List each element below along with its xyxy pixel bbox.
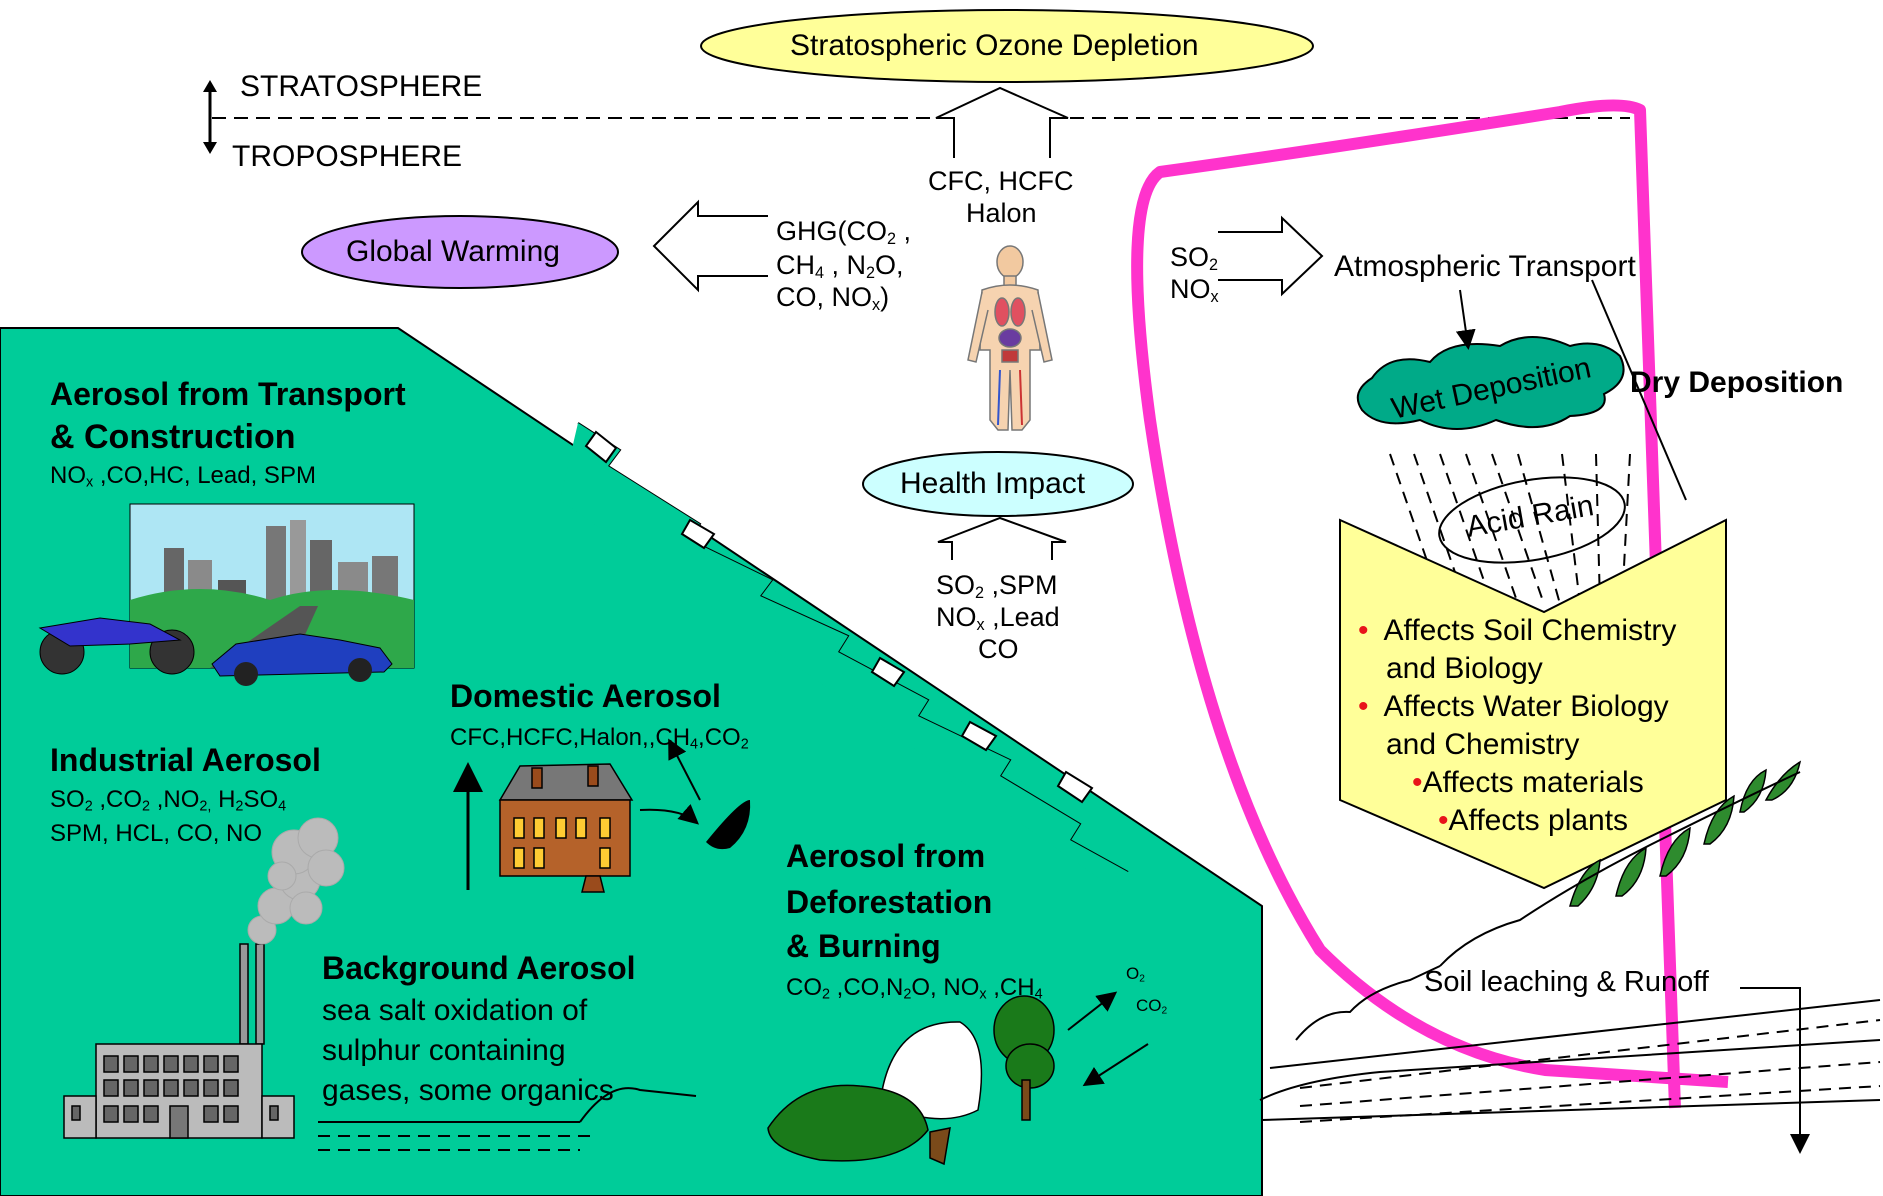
effects-list: • Affects Soil Chemistry and Biology • A…: [1358, 612, 1676, 840]
ground-layers: [1259, 771, 1881, 1121]
background-line-1: sea salt oxidation of: [322, 994, 588, 1027]
smoke-icon: [247, 817, 345, 945]
soot-blob: [706, 800, 751, 850]
transport-aerosol-title-2: & Construction: [50, 418, 296, 456]
ridge-gaps: [584, 430, 1094, 804]
industrial-gases-1: SO2 ,CO2 ,NO2, H2SO4: [50, 786, 287, 815]
global-warming-oval-shape: [301, 215, 619, 289]
effect-item-water: • Affects Water Biology: [1358, 690, 1669, 723]
deforestation-title-1: Aerosol from: [786, 838, 986, 874]
car-icon: [211, 633, 393, 686]
transport-aerosol-title-1: Aerosol from Transport: [50, 376, 406, 412]
transport-aerosol-gases: NOx ,CO,HC, Lead, SPM: [50, 462, 316, 491]
health-gases-2: NOx ,Lead: [936, 602, 1060, 635]
mountain-fill: [560, 423, 1130, 900]
dry-deposition-label: Dry Deposition: [1630, 366, 1844, 399]
deforestation-title-3: & Burning: [786, 928, 941, 964]
atmospheric-transport-label: Atmospheric Transport: [1334, 250, 1636, 283]
effect-item-water-2: and Chemistry: [1386, 728, 1580, 761]
deforestation-title-2: Deforestation: [786, 884, 993, 920]
house-icon: [498, 763, 634, 893]
health-gases-3: CO: [978, 634, 1019, 664]
o2-label: O2: [1126, 964, 1145, 985]
stratosphere-label: STRATOSPHERE: [240, 70, 483, 103]
runoff-arrow: [1740, 987, 1810, 1154]
deforestation-gases: CO2 ,CO,N2O, NOx ,CH4: [786, 974, 1043, 1003]
sea-lines: [318, 1087, 697, 1123]
human-figure-icon: [967, 245, 1053, 431]
transport-block-arrow: [1218, 215, 1324, 297]
ground-dashes: [1299, 1019, 1881, 1123]
highlight-loop: [1131, 99, 1729, 1109]
effect-item-plants: •Affects plants: [1438, 804, 1629, 837]
so2-transport-label: SO2: [1170, 242, 1219, 275]
cfc-label-1: CFC, HCFC: [928, 166, 1074, 196]
health-oval-shape: [862, 451, 1134, 517]
factory-icon: [63, 943, 295, 1139]
health-oval-label: Health Impact: [900, 467, 1086, 500]
domestic-aerosol-title: Domestic Aerosol: [450, 678, 721, 714]
ozone-oval-shape: [700, 9, 1314, 83]
global-warming-oval-label: Global Warming: [346, 235, 560, 268]
domestic-gases: CFC,HCFC,Halon,,CH4,CO2: [450, 724, 749, 753]
ozone-block-arrow: [935, 86, 1069, 158]
health-block-arrow: [937, 516, 1067, 560]
background-line-3: gases, some organics: [322, 1074, 614, 1107]
background-aerosol-title: Background Aerosol: [322, 950, 636, 986]
troposphere-label: TROPOSPHERE: [232, 140, 463, 173]
effect-item-materials: •Affects materials: [1412, 766, 1644, 799]
health-gases-1: SO2 ,SPM: [936, 570, 1058, 603]
ghg-label-1: GHG(CO2 ,: [776, 216, 912, 249]
plant-icon: [1569, 760, 1802, 907]
ghg-label-3: CO, NOx): [776, 282, 890, 315]
ozone-oval-label: Stratospheric Ozone Depletion: [790, 29, 1199, 62]
industrial-gases-2: SPM, HCL, CO, NO: [50, 820, 263, 847]
ghg-label-2: CH4 , N2O,: [776, 250, 904, 283]
industrial-aerosol-title: Industrial Aerosol: [50, 742, 321, 778]
motorcycle-icon: [38, 617, 195, 675]
effect-item-soil-2: and Biology: [1386, 652, 1543, 685]
effects-shield: [1339, 518, 1727, 890]
cfc-label-2: Halon: [966, 198, 1037, 228]
soil-leaching-label: Soil leaching & Runoff: [1424, 966, 1709, 998]
tree-icon: [767, 995, 1055, 1166]
co2-label: CO2: [1136, 996, 1168, 1017]
nox-transport-label: NOx: [1170, 274, 1219, 307]
background-line-2: sulphur containing: [322, 1034, 566, 1067]
effect-item-soil: • Affects Soil Chemistry: [1358, 614, 1677, 647]
gw-block-arrow: [652, 199, 768, 293]
